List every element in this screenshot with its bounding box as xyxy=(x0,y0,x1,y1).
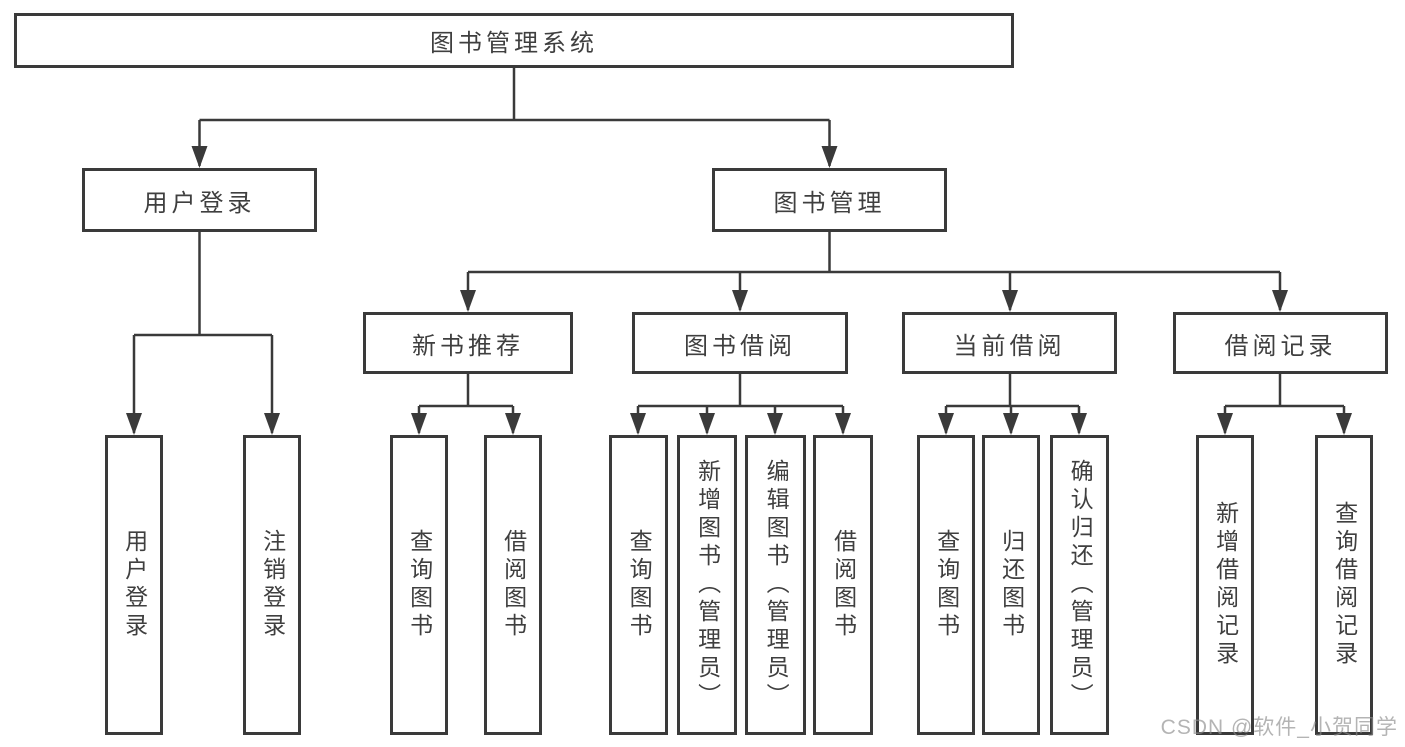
arrow-down-icons xyxy=(126,146,1352,435)
leaf-bb-query-books: 查询图书 xyxy=(609,435,668,735)
leaf-bb-borrow-books-label: 借阅图书 xyxy=(830,529,857,641)
leaf-bb-query-books-label: 查询图书 xyxy=(626,529,653,641)
node-book-management-system: 图书管理系统 xyxy=(14,13,1014,68)
leaf-bb-borrow-books: 借阅图书 xyxy=(813,435,873,735)
node-book-management: 图书管理 xyxy=(712,168,947,232)
leaf-logout-label: 注销登录 xyxy=(259,529,286,641)
leaf-br-query-record-label: 查询借阅记录 xyxy=(1331,501,1358,669)
leaf-logout: 注销登录 xyxy=(243,435,301,735)
leaf-user-login-label: 用户登录 xyxy=(121,529,148,641)
leaf-bb-add-books-admin: 新增图书（管理员） xyxy=(677,435,737,735)
leaf-br-query-record: 查询借阅记录 xyxy=(1315,435,1373,735)
leaf-nb-borrow-books: 借阅图书 xyxy=(484,435,542,735)
leaf-cb-query-books-label: 查询图书 xyxy=(933,529,960,641)
leaf-bb-edit-books-admin: 编辑图书（管理员） xyxy=(745,435,806,735)
connector-lines xyxy=(132,68,1346,433)
leaf-cb-confirm-return-admin-label: 确认归还（管理员） xyxy=(1067,459,1094,711)
leaf-nb-query-books: 查询图书 xyxy=(390,435,448,735)
node-current-borrowing: 当前借阅 xyxy=(902,312,1117,374)
watermark: CSDN @软件_小贺同学 xyxy=(1160,716,1398,739)
leaf-nb-query-books-label: 查询图书 xyxy=(406,529,433,641)
leaf-bb-add-books-admin-label: 新增图书（管理员） xyxy=(694,459,721,711)
leaf-cb-query-books: 查询图书 xyxy=(917,435,975,735)
leaf-nb-borrow-books-label: 借阅图书 xyxy=(500,529,527,641)
node-borrowing-records: 借阅记录 xyxy=(1173,312,1388,374)
node-user-login: 用户登录 xyxy=(82,168,317,232)
leaf-br-add-record-label: 新增借阅记录 xyxy=(1212,501,1239,669)
leaf-br-add-record: 新增借阅记录 xyxy=(1196,435,1254,735)
leaf-bb-edit-books-admin-label: 编辑图书（管理员） xyxy=(763,459,790,711)
node-book-borrowing: 图书借阅 xyxy=(632,312,848,374)
node-new-book-recommend: 新书推荐 xyxy=(363,312,573,374)
leaf-cb-return-books-label: 归还图书 xyxy=(998,529,1025,641)
leaf-cb-return-books: 归还图书 xyxy=(982,435,1040,735)
leaf-cb-confirm-return-admin: 确认归还（管理员） xyxy=(1050,435,1109,735)
leaf-user-login: 用户登录 xyxy=(105,435,163,735)
